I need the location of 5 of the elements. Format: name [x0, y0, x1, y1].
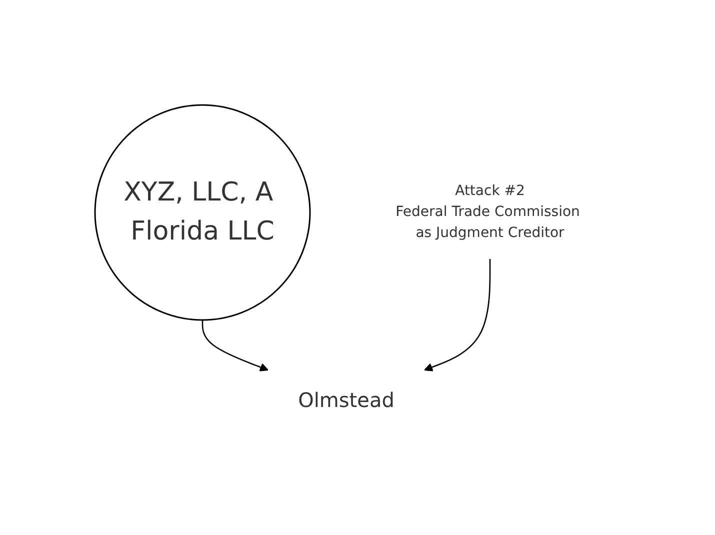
arrow: [202, 320, 268, 372]
arrow: [424, 259, 491, 372]
node-text: Attack #2 Federal Trade Commission as Judgment Creditor: [396, 183, 580, 241]
node-circle: XYZ, LLC, A Florida LLC: [94, 104, 311, 321]
node-text: Olmstead: [298, 388, 394, 412]
